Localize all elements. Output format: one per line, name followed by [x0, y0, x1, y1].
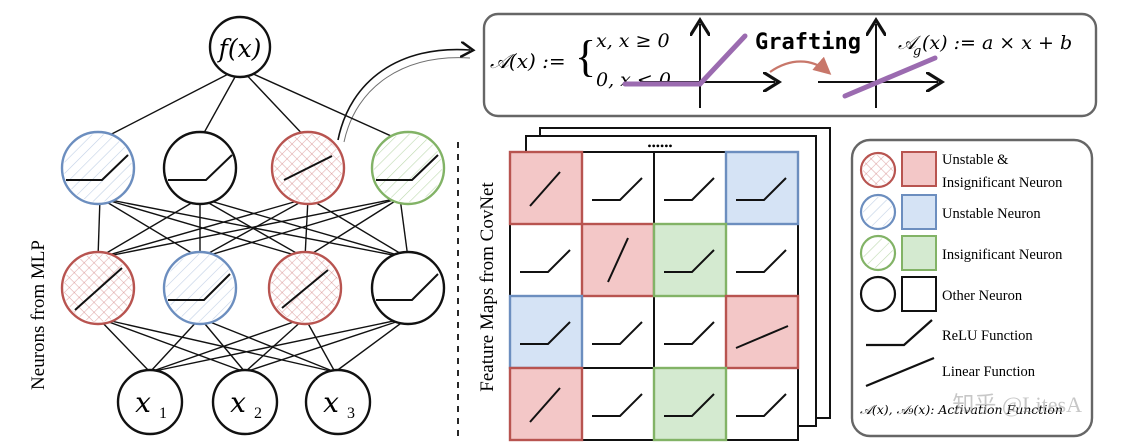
mlp-side-label: Neurons from MLP	[28, 240, 49, 390]
watermark: 知乎 @LitesA	[952, 392, 1082, 417]
mlp-neuron-other	[162, 130, 238, 206]
relu-icon	[520, 249, 571, 273]
mlp-neuron-unstable-insignificant	[60, 250, 136, 326]
linear-definition-rest: (x) := a × x + b	[922, 32, 1072, 54]
legend-label: Other Neuron	[942, 288, 1023, 304]
feature-cell-unstable	[724, 150, 800, 226]
input-neuron-2: x 2	[211, 368, 279, 436]
legend-label: Unstable Neuron	[942, 206, 1041, 222]
relu-icon	[664, 177, 715, 201]
linear-icon	[529, 171, 561, 207]
linear-icon	[74, 267, 123, 311]
linear-icon	[607, 237, 629, 283]
grafting-label: Grafting	[755, 30, 861, 55]
relu-case-negative: 0, x < 0	[596, 69, 671, 91]
case-brace: {	[575, 32, 596, 81]
relu-icon	[664, 393, 715, 417]
input-label: x	[230, 386, 246, 419]
mlp-neuron-unstable-insignificant	[270, 130, 346, 206]
feature-cell-other	[725, 367, 799, 441]
feature-cell-other	[581, 367, 655, 441]
mlp-neuron-unstable-insignificant	[267, 250, 343, 326]
linear-icon	[735, 325, 789, 349]
relu-plot	[622, 24, 775, 108]
feature-cell-other	[653, 295, 727, 369]
relu-definition-lhs: 𝒜(x) :=	[490, 49, 566, 73]
feature-cell-other	[509, 223, 583, 297]
relu-icon	[376, 154, 439, 181]
relu-icon	[592, 321, 643, 345]
feature-cell-unstable-insignificant	[724, 294, 800, 370]
legend-label: Insignificant Neuron	[942, 247, 1063, 263]
output-label: f(x)	[217, 34, 262, 63]
feature-cell-insignificant	[652, 222, 728, 298]
linear-icon	[865, 356, 935, 388]
feature-cell-other	[653, 151, 727, 225]
legend-item-linear: Linear Function	[865, 356, 1036, 388]
callout-arrow	[337, 50, 470, 141]
relu-icon	[520, 321, 571, 345]
callout-arrow-shadow	[343, 57, 471, 143]
input-label: x	[135, 386, 151, 419]
feature-cell-unstable	[508, 294, 584, 370]
output-neuron: f(x)	[208, 15, 272, 79]
relu-icon	[664, 249, 715, 273]
relu-icon	[736, 249, 787, 273]
legend-label: Insignificant Neuron	[942, 175, 1063, 191]
legend-box: Unstable & Insignificant Neuron Unstable…	[850, 138, 1094, 438]
stack-dots: ••••••	[647, 139, 672, 153]
mlp-neuron-insignificant	[370, 130, 446, 206]
feature-cell-other	[725, 223, 799, 297]
relu-icon	[664, 321, 715, 345]
mlp-neuron-unstable	[162, 250, 238, 326]
input-neuron-1: x 1	[116, 368, 184, 436]
linear-icon	[529, 387, 561, 423]
legend-item-unstable-insignificant: Unstable & Insignificant Neuron	[859, 151, 1063, 191]
relu-icon	[736, 393, 787, 417]
relu-icon	[736, 177, 787, 201]
input-subscript: 3	[347, 405, 355, 422]
legend-item-insignificant: Insignificant Neuron	[859, 234, 1063, 272]
feature-cell-insignificant	[652, 366, 728, 442]
relu-icon	[592, 393, 643, 417]
legend-label: ReLU Function	[942, 328, 1033, 344]
relu-icon	[168, 154, 233, 181]
legend-item-unstable: Unstable Neuron	[859, 193, 1041, 231]
input-subscript: 1	[159, 405, 167, 422]
linear-plot	[818, 24, 938, 108]
relu-icon	[866, 319, 933, 347]
grafting-arrow	[769, 56, 832, 75]
legend-footer: 𝒜(x), 𝒜₉(x): Activation Function	[860, 402, 1063, 417]
feature-cell-other	[581, 151, 655, 225]
mlp-neuron-other	[370, 250, 446, 326]
linear-definition-sub: g	[913, 44, 921, 59]
input-neuron-3: x 3	[304, 368, 372, 436]
legend-item-relu: ReLU Function	[866, 319, 1033, 347]
feature-cell-other	[581, 295, 655, 369]
cnn-side-label: Feature Maps from CovNet	[477, 182, 498, 392]
relu-icon	[168, 273, 231, 301]
input-subscript: 2	[254, 405, 262, 422]
legend-label: Linear Function	[942, 364, 1036, 380]
input-label: x	[323, 386, 339, 419]
mlp-neuron-unstable	[60, 130, 136, 206]
relu-case-positive: x, x ≥ 0	[596, 30, 670, 52]
mlp-connections	[97, 67, 409, 373]
linear-icon	[283, 155, 333, 181]
relu-icon	[66, 154, 129, 181]
relu-icon	[376, 273, 439, 301]
linear-icon	[281, 269, 329, 309]
formula-box: 𝒜(x) := { x, x ≥ 0 0, x < 0 Grafting 𝒜 g…	[482, 12, 1098, 118]
legend-item-other: Other Neuron	[859, 275, 1023, 313]
feature-map-grid	[508, 150, 800, 442]
relu-icon	[592, 177, 643, 201]
legend-label: Unstable &	[942, 152, 1009, 168]
